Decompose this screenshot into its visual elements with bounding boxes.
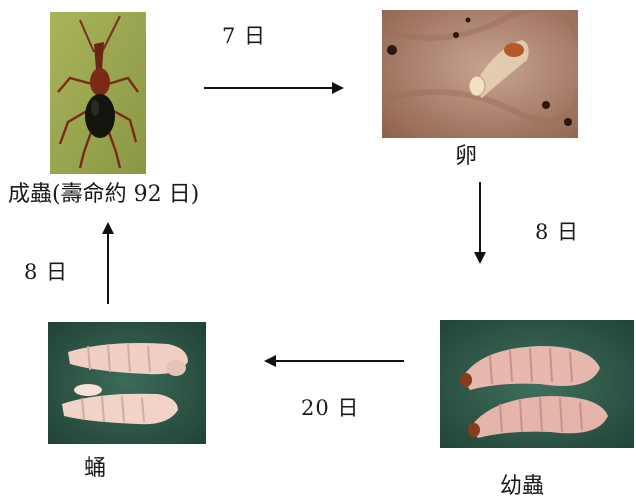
adult-to-egg-days: 7 日 (222, 26, 266, 47)
arrow-larva-to-pupa (262, 351, 406, 371)
egg-photo (382, 10, 578, 138)
pupa-label: 蛹 (84, 458, 106, 480)
pupa-to-adult-days: 8 日 (24, 262, 68, 283)
arrow-egg-to-larva (470, 182, 490, 266)
adult-photo (50, 12, 146, 174)
larva-label: 幼蟲 (500, 476, 544, 498)
adult-label: 成蟲(壽命約 92 日) (8, 184, 199, 206)
larva-to-pupa-days: 20 日 (301, 398, 359, 419)
arrow-pupa-to-adult (98, 220, 118, 304)
pupa-photo (48, 322, 206, 444)
egg-to-larva-days: 8 日 (535, 222, 579, 243)
larva-photo (440, 320, 634, 448)
egg-label: 卵 (455, 146, 477, 168)
arrow-adult-to-egg (204, 78, 346, 98)
